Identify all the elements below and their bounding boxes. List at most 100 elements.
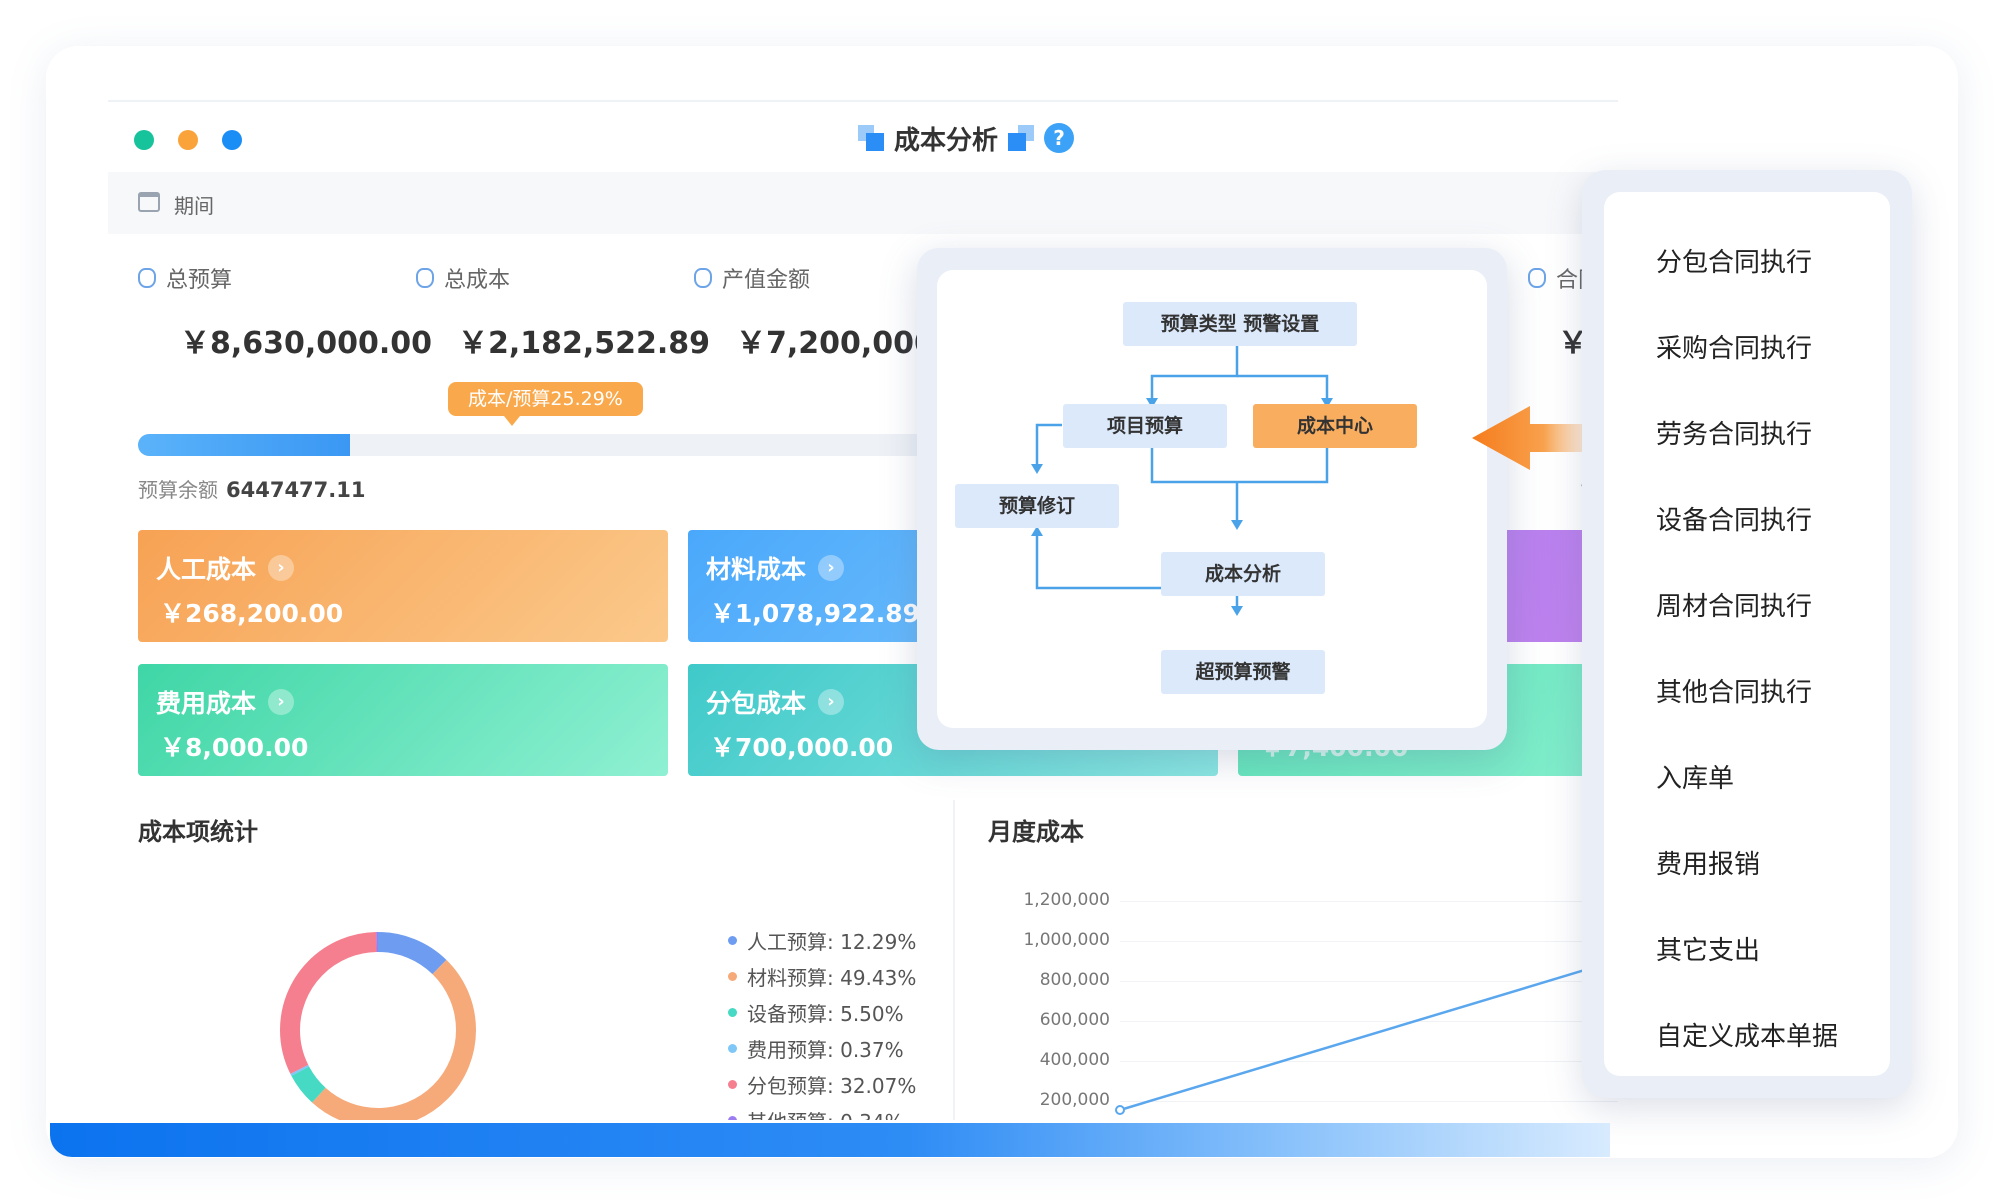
flow-box-cost-center: 成本中心: [1253, 404, 1417, 448]
chevron-right-icon: ›: [818, 689, 845, 715]
budget-flow-diagram: 预算类型 预警设置 项目预算 成本中心 预算修订 成本分析 超预算预警: [937, 270, 1487, 728]
legend-item[interactable]: 设备预算: 5.50%: [728, 994, 916, 1030]
gridline: [1120, 901, 1618, 902]
cost-card-expense[interactable]: 费用成本 › ￥8,000.00: [138, 664, 668, 776]
period-label: 期间: [174, 194, 214, 218]
cost-card-name: 费用成本: [156, 689, 257, 718]
budget-flow-popup: 预算类型 预警设置 项目预算 成本中心 预算修订 成本分析 超预算预警: [917, 248, 1507, 750]
y-tick-label: 1,000,000: [1023, 930, 1110, 950]
window-dot-blue[interactable]: [222, 130, 242, 150]
y-tick-label: 600,000: [1039, 1010, 1110, 1030]
legend-dot-icon: [728, 1079, 737, 1089]
section-divider: [953, 800, 955, 1120]
legend-item[interactable]: 人工预算: 12.29%: [728, 922, 916, 958]
legend-item[interactable]: 其他预算: 0.34%: [728, 1102, 916, 1120]
cost-card-amount: ￥8,000.00: [160, 733, 309, 762]
flow-connectors: [1031, 346, 1333, 616]
monthly-cost-point: [1115, 1105, 1125, 1115]
cost-card-name: 分包成本: [706, 689, 807, 718]
legend-dot-icon: [728, 935, 737, 945]
calendar-icon: [138, 192, 160, 212]
flow-box-project-budget: 项目预算: [1063, 404, 1227, 448]
menu-item[interactable]: 自定义成本单据: [1656, 1022, 1839, 1052]
window-dot-orange[interactable]: [178, 130, 198, 150]
stat-value: ￥2,182,522.89: [458, 326, 711, 361]
cost-card-amount: ￥268,200.00: [160, 599, 344, 628]
legend-label: 设备预算: 5.50%: [747, 1001, 904, 1026]
legend-item[interactable]: 材料预算: 49.43%: [728, 958, 916, 994]
flow-box-cost-analysis: 成本分析: [1161, 552, 1325, 596]
remaining-label: 预算余额: [138, 478, 218, 502]
money-bag-icon: [138, 268, 156, 288]
stat-total-cost: 总成本 ￥2,182,522.89: [416, 262, 710, 362]
stat-value: ￥8,630,000.00: [180, 326, 433, 361]
monthly-cost-title: 月度成本: [988, 818, 1084, 846]
chevron-right-icon: ›: [268, 555, 295, 581]
cost-stats-title: 成本项统计: [138, 818, 258, 846]
squares-icon: [858, 125, 884, 151]
cost-card-amount: ￥700,000.00: [710, 733, 894, 762]
donut-slice[interactable]: [280, 932, 476, 1120]
chevron-right-icon: ›: [818, 555, 845, 581]
menu-item[interactable]: 周材合同执行: [1656, 592, 1813, 622]
legend-item[interactable]: 费用预算: 0.37%: [728, 1030, 916, 1066]
donut-slice[interactable]: [280, 932, 476, 1120]
legend-label: 费用预算: 0.37%: [747, 1037, 904, 1062]
stat-label: 总成本: [444, 268, 511, 293]
remaining-value: 6447477.11: [226, 478, 366, 502]
cost-documents-menu-list: 分包合同执行采购合同执行劳务合同执行设备合同执行周材合同执行其他合同执行入库单费…: [1604, 192, 1890, 1076]
cost-budget-ratio-tooltip: 成本/预算25.29%: [448, 382, 643, 426]
arrow-left-icon: [1472, 406, 1602, 470]
budget-progress-bar: [138, 434, 978, 456]
legend-dot-icon: [728, 1115, 737, 1120]
menu-item[interactable]: 费用报销: [1656, 850, 1761, 880]
cost-documents-menu: 分包合同执行采购合同执行劳务合同执行设备合同执行周材合同执行其他合同执行入库单费…: [1582, 170, 1912, 1098]
flow-box-budget-revision: 预算修订: [955, 484, 1119, 528]
window-dot-green[interactable]: [134, 130, 154, 150]
gridline: [1120, 1101, 1618, 1102]
legend-dot-icon: [728, 971, 737, 981]
legend-label: 其他预算: 0.34%: [747, 1106, 904, 1121]
legend-item[interactable]: 分包预算: 32.07%: [728, 1066, 916, 1102]
stat-label: 产值金额: [722, 268, 811, 293]
monthly-cost-line-chart: [1115, 960, 1618, 1115]
flow-box-over-budget-alert: 超预算预警: [1161, 650, 1325, 694]
legend-label: 分包预算: 32.07%: [747, 1073, 917, 1098]
y-tick-label: 1,200,000: [1023, 890, 1110, 910]
period-filter[interactable]: 期间: [108, 172, 1618, 234]
budget-progress-fill: [138, 434, 351, 456]
title-group: 成本分析 ?: [858, 120, 1075, 156]
gridline: [1120, 1021, 1618, 1022]
cost-card-amount: ￥1,078,922.89: [710, 599, 921, 628]
money-bag-icon: [1528, 268, 1546, 288]
menu-item[interactable]: 采购合同执行: [1656, 334, 1813, 364]
legend-dot-icon: [728, 1043, 737, 1053]
squares-icon: [1008, 125, 1035, 151]
menu-item[interactable]: 入库单: [1656, 764, 1735, 794]
cost-card-name: 材料成本: [706, 555, 807, 584]
menu-item[interactable]: 其他合同执行: [1656, 678, 1813, 708]
chevron-right-icon: ›: [268, 689, 295, 715]
legend-label: 人工预算: 12.29%: [747, 929, 917, 954]
gridline: [1120, 941, 1618, 942]
stat-total-budget: 总预算 ￥8,630,000.00: [138, 262, 432, 362]
stat-label: 总预算: [166, 268, 233, 293]
legend-dot-icon: [728, 1007, 737, 1017]
menu-item[interactable]: 分包合同执行: [1656, 248, 1813, 278]
y-tick-label: 400,000: [1039, 1050, 1110, 1070]
bottom-accent-bar: [50, 1123, 1610, 1157]
title-bar: 成本分析 ?: [108, 100, 1618, 174]
cost-card-name: 人工成本: [156, 555, 257, 584]
monthly-cost-line: [1119, 960, 1618, 1112]
donut-slice[interactable]: [280, 932, 476, 1120]
y-tick-label: 800,000: [1039, 970, 1110, 990]
menu-item[interactable]: 劳务合同执行: [1656, 420, 1813, 450]
cost-card-labor[interactable]: 人工成本 › ￥268,200.00: [138, 530, 668, 642]
menu-item[interactable]: 其它支出: [1656, 936, 1761, 966]
flow-box-budget-type: 预算类型 预警设置: [1123, 302, 1357, 346]
legend-label: 材料预算: 49.43%: [747, 965, 917, 990]
cost-stats-legend: 人工预算: 12.29% 材料预算: 49.43% 设备预算: 5.50% 费用预算:…: [728, 922, 916, 1120]
y-tick-label: 200,000: [1039, 1090, 1110, 1110]
help-icon[interactable]: ?: [1044, 123, 1075, 153]
menu-item[interactable]: 设备合同执行: [1656, 506, 1813, 536]
